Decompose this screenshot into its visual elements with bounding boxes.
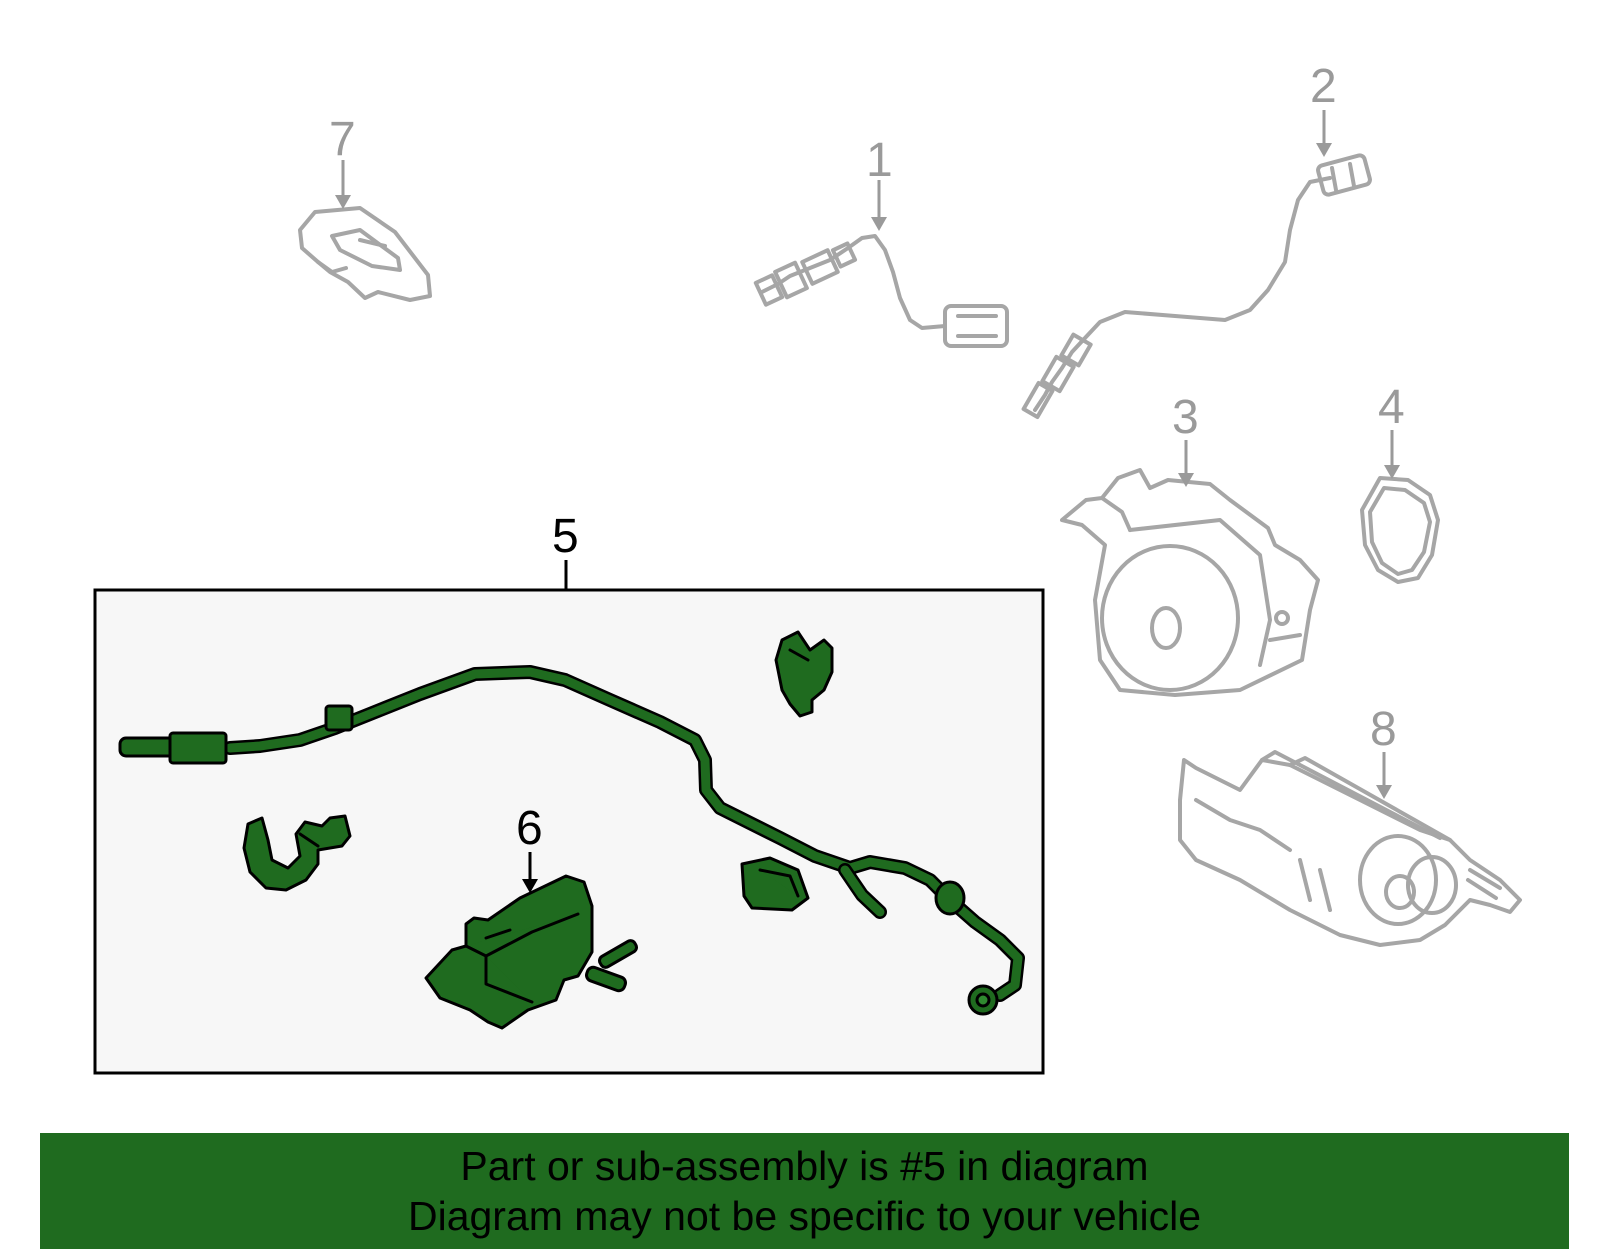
- callout-1: 1: [866, 134, 893, 187]
- part-3-pump[interactable]: [1060, 468, 1320, 697]
- callout-1-arrow: [871, 217, 887, 231]
- callout-5: 5: [552, 510, 579, 563]
- callout-3-arrow: [1178, 473, 1194, 487]
- callout-2: 2: [1310, 60, 1337, 113]
- part-5-assembly-box[interactable]: [93, 588, 1045, 1075]
- callout-8-arrow: [1376, 785, 1392, 799]
- part-2-oxygen-sensor[interactable]: [1021, 153, 1372, 419]
- part-5-sensor-probe[interactable]: [118, 704, 999, 1016]
- callout-7: 7: [329, 113, 356, 166]
- info-banner: Part or sub-assembly is #5 in diagram Di…: [40, 1133, 1569, 1249]
- callout-6-arrow: [522, 879, 538, 893]
- callout-7-arrow: [335, 195, 351, 209]
- callout-8: 8: [1370, 703, 1397, 756]
- part-5-clip-left[interactable]: [242, 814, 352, 892]
- part-5-wire-harness[interactable]: [223, 665, 1025, 1002]
- part-1-oxygen-sensor[interactable]: [753, 234, 1009, 348]
- part-6-valve[interactable]: [424, 874, 638, 1030]
- part-4-gasket[interactable]: [1360, 476, 1440, 584]
- banner-line-1: Part or sub-assembly is #5 in diagram: [460, 1143, 1149, 1189]
- part-5-clip-top[interactable]: [774, 630, 834, 718]
- callout-4-arrow: [1384, 465, 1400, 479]
- banner-line-2: Diagram may not be specific to your vehi…: [407, 1193, 1201, 1239]
- part-7-bracket[interactable]: [298, 206, 432, 302]
- callout-2-arrow: [1316, 143, 1332, 157]
- callout-4: 4: [1378, 381, 1405, 434]
- callout-3: 3: [1172, 391, 1199, 444]
- callout-6: 6: [516, 802, 543, 855]
- part-8-canister[interactable]: [1178, 750, 1522, 947]
